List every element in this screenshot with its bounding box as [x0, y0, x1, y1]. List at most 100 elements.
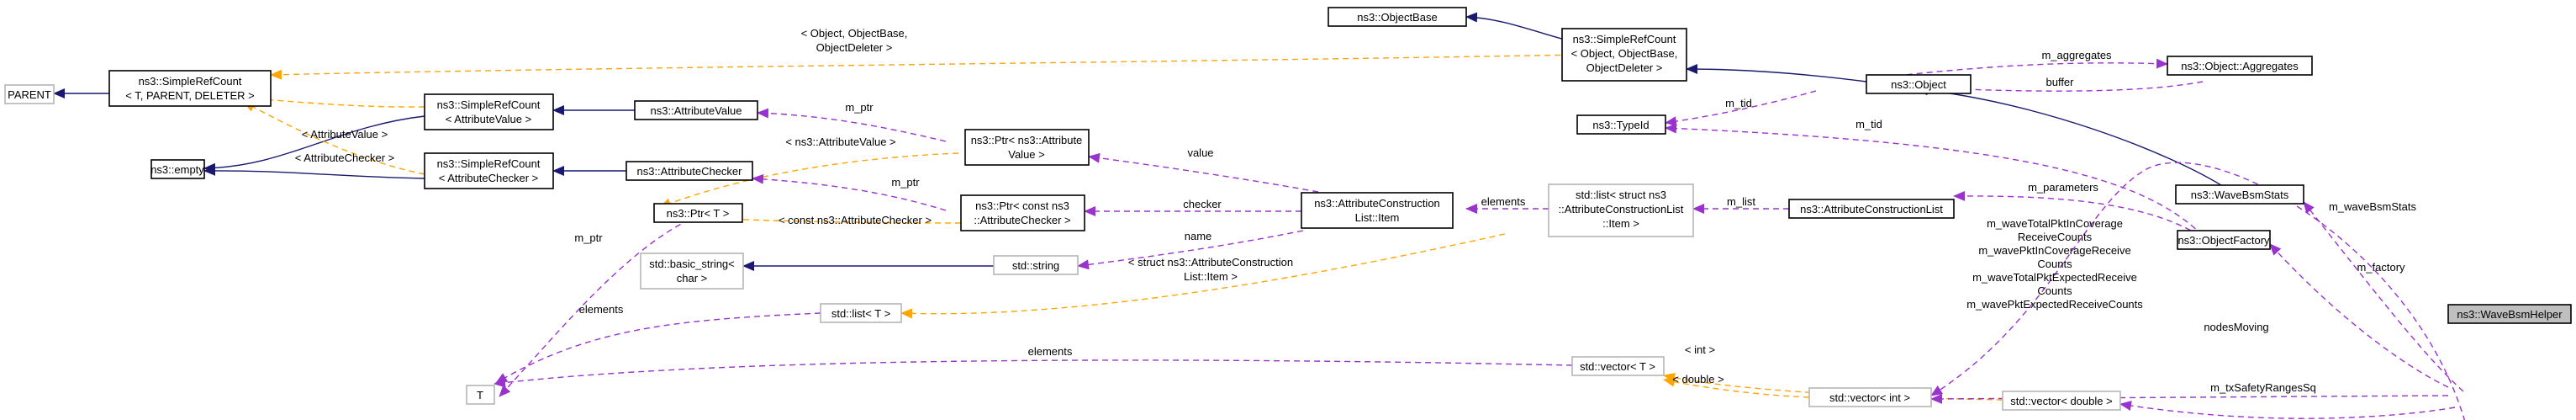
svg-text:std::list< T >: std::list< T >	[831, 307, 890, 320]
svg-text:ns3::WaveBsmHelper: ns3::WaveBsmHelper	[2457, 308, 2563, 321]
svg-text:< AttributeValue >: < AttributeValue >	[446, 113, 531, 125]
svg-text:ns3::empty: ns3::empty	[150, 163, 204, 176]
svg-text:std::vector< T >: std::vector< T >	[1580, 360, 1655, 373]
label-m-ptr-t: m_ptr	[574, 231, 603, 244]
node-simple-ref-count-attr-checker[interactable]: ns3::SimpleRefCount < AttributeChecker >	[424, 152, 554, 189]
node-std-vector-int[interactable]: std::vector< int >	[1808, 387, 1932, 407]
label-counts-7: m_wavePktExpectedReceiveCounts	[1966, 298, 2143, 311]
svg-text:ObjectDeleter >: ObjectDeleter >	[1586, 61, 1663, 74]
svg-text:ns3::AttributeChecker: ns3::AttributeChecker	[636, 165, 742, 178]
node-type-id[interactable]: ns3::TypeId	[1576, 114, 1666, 135]
label-m-parameters: m_parameters	[2028, 181, 2098, 194]
node-object-factory[interactable]: ns3::ObjectFactory	[2177, 230, 2271, 250]
node-std-vector-double[interactable]: std::vector< double >	[2002, 391, 2121, 411]
label-m-wave-bsm-stats: m_waveBsmStats	[2329, 200, 2417, 213]
edge-usage-m-ptr-checker	[752, 173, 947, 211]
node-empty[interactable]: ns3::empty	[150, 159, 205, 179]
svg-text:PARENT: PARENT	[8, 88, 51, 101]
label-counts-2: ReceiveCounts	[2018, 231, 2093, 243]
svg-text:std::basic_string<: std::basic_string<	[649, 258, 735, 270]
node-std-list-t[interactable]: std::list< T >	[820, 303, 902, 323]
edge-inherit-wavebsmstats-object	[1916, 85, 2229, 190]
label-counts-4: Counts	[2037, 258, 2072, 270]
edge-usage-counts-fields	[1930, 162, 2465, 420]
svg-text:::AttributeChecker >: ::AttributeChecker >	[974, 214, 1070, 226]
svg-text:ns3::SimpleRefCount: ns3::SimpleRefCount	[437, 98, 541, 111]
label-counts-3: m_wavePktInCoverageReceive	[1978, 244, 2130, 257]
svg-text:ns3::Object: ns3::Object	[1891, 78, 1946, 91]
node-attr-construction-list[interactable]: ns3::AttributeConstructionList	[1788, 199, 1955, 219]
svg-text:T: T	[477, 389, 483, 401]
node-object-base[interactable]: ns3::ObjectBase	[1328, 7, 1467, 27]
label-m-aggregates: m_aggregates	[2041, 49, 2112, 61]
label-int-template: < int >	[1685, 343, 1715, 356]
svg-text:List::Item: List::Item	[1355, 211, 1400, 224]
node-t[interactable]: T	[466, 385, 495, 405]
svg-text:std::vector< double >: std::vector< double >	[2010, 395, 2112, 407]
label-checker: checker	[1183, 198, 1222, 210]
node-parent[interactable]: PARENT	[4, 84, 55, 104]
svg-text:ns3::AttributeConstructionList: ns3::AttributeConstructionList	[1800, 203, 1943, 215]
edge-inherit-object-srcount	[1686, 64, 1867, 82]
node-std-vector-t[interactable]: std::vector< T >	[1571, 356, 1665, 376]
node-basic-string[interactable]: std::basic_string< char >	[640, 253, 744, 290]
svg-text:ns3::TypeId: ns3::TypeId	[1592, 119, 1649, 131]
svg-text:Value >: Value >	[1008, 148, 1045, 161]
svg-text:ns3::SimpleRefCount: ns3::SimpleRefCount	[139, 75, 242, 88]
label-attr-value-template: < AttributeValue >	[302, 128, 388, 141]
svg-text:ns3::WaveBsmStats: ns3::WaveBsmStats	[2191, 189, 2289, 201]
edge-usage-m-ptr-t	[499, 219, 690, 397]
label-m-tid-object: m_tid	[1725, 97, 1752, 109]
label-buffer: buffer	[2045, 76, 2074, 88]
svg-text:ns3::Ptr< const ns3: ns3::Ptr< const ns3	[975, 199, 1069, 212]
svg-text:ns3::ObjectFactory: ns3::ObjectFactory	[2177, 234, 2270, 247]
label-counts-1: m_waveTotalPktInCoverage	[1987, 217, 2123, 230]
node-ptr-t[interactable]: ns3::Ptr< T >	[653, 203, 743, 223]
edge-usage-nodes-moving	[1930, 393, 2449, 404]
label-double-template: < double >	[1672, 373, 1723, 385]
node-object-aggregates[interactable]: ns3::Object::Aggregates	[2167, 56, 2313, 76]
edge-template-ptr-attrvalue-ptrt	[659, 152, 959, 209]
node-attribute-value[interactable]: ns3::AttributeValue	[634, 100, 758, 120]
label-list-item-template-2: List::Item >	[1184, 270, 1238, 283]
label-nodes-moving: nodesMoving	[2204, 321, 2268, 333]
edge-usage-name	[1077, 230, 1304, 270]
svg-text:ns3::SimpleRefCount: ns3::SimpleRefCount	[1573, 33, 1676, 45]
edge-inherit-srcount-attrvalue-empty	[203, 115, 425, 173]
svg-text:< Object, ObjectBase,: < Object, ObjectBase,	[1571, 47, 1678, 60]
node-wave-bsm-stats[interactable]: ns3::WaveBsmStats	[2175, 184, 2304, 205]
node-attribute-checker[interactable]: ns3::AttributeChecker	[626, 161, 753, 181]
node-std-list-item[interactable]: std::list< struct ns3 ::AttributeConstru…	[1548, 183, 1694, 237]
node-ptr-attr-checker[interactable]: ns3::Ptr< const ns3 ::AttributeChecker >	[960, 194, 1085, 231]
svg-text:< T, PARENT, DELETER >: < T, PARENT, DELETER >	[125, 89, 254, 102]
edge-usage-value	[1088, 152, 1319, 193]
edge-template-object-srcount	[270, 54, 1581, 80]
edge-usage-elements-t	[495, 312, 821, 384]
svg-text:::Item >: ::Item >	[1602, 217, 1639, 230]
svg-text:ns3::AttributeConstruction: ns3::AttributeConstruction	[1314, 197, 1440, 210]
edge-usage-m-tid-object	[1665, 90, 1817, 127]
node-ptr-attr-value[interactable]: ns3::Ptr< ns3::Attribute Value >	[964, 129, 1090, 166]
label-m-factory: m_factory	[2357, 261, 2405, 274]
label-ptr-attr-value-template: < ns3::AttributeValue >	[785, 136, 895, 148]
svg-text:::AttributeConstructionList: ::AttributeConstructionList	[1559, 203, 1684, 215]
svg-text:< AttributeChecker >: < AttributeChecker >	[439, 172, 539, 184]
edge-usage-m-tx-safety	[2119, 401, 2456, 419]
node-attr-construction-item[interactable]: ns3::AttributeConstruction List::Item	[1301, 192, 1454, 229]
node-simple-ref-count-object[interactable]: ns3::SimpleRefCount < Object, ObjectBase…	[1561, 28, 1687, 82]
edge-template-list-item-listt	[900, 233, 1506, 319]
node-simple-ref-count-t[interactable]: ns3::SimpleRefCount < T, PARENT, DELETER…	[108, 70, 272, 107]
node-wave-bsm-helper[interactable]: ns3::WaveBsmHelper	[2447, 304, 2572, 324]
edge-template-vector-int-vectort	[1663, 376, 1810, 398]
node-std-string[interactable]: std::string	[993, 255, 1079, 275]
node-object[interactable]: ns3::Object	[1866, 74, 1972, 94]
nodes: PARENT ns3::SimpleRefCount < T, PARENT, …	[4, 7, 2572, 411]
svg-text:ns3::SimpleRefCount: ns3::SimpleRefCount	[437, 157, 541, 170]
label-elements-t: elements	[579, 303, 624, 316]
label-list-item-template-1: < struct ns3::AttributeConstruction	[1128, 256, 1293, 268]
edge-labels: < Object, ObjectBase, ObjectDeleter > < …	[295, 27, 2417, 394]
svg-text:ns3::Ptr< ns3::Attribute: ns3::Ptr< ns3::Attribute	[971, 134, 1083, 146]
edge-inherit-srcount-attrchecker-empty	[203, 165, 425, 179]
node-simple-ref-count-attr-value[interactable]: ns3::SimpleRefCount < AttributeValue >	[424, 93, 554, 130]
label-m-tid-factory: m_tid	[1855, 118, 1882, 130]
